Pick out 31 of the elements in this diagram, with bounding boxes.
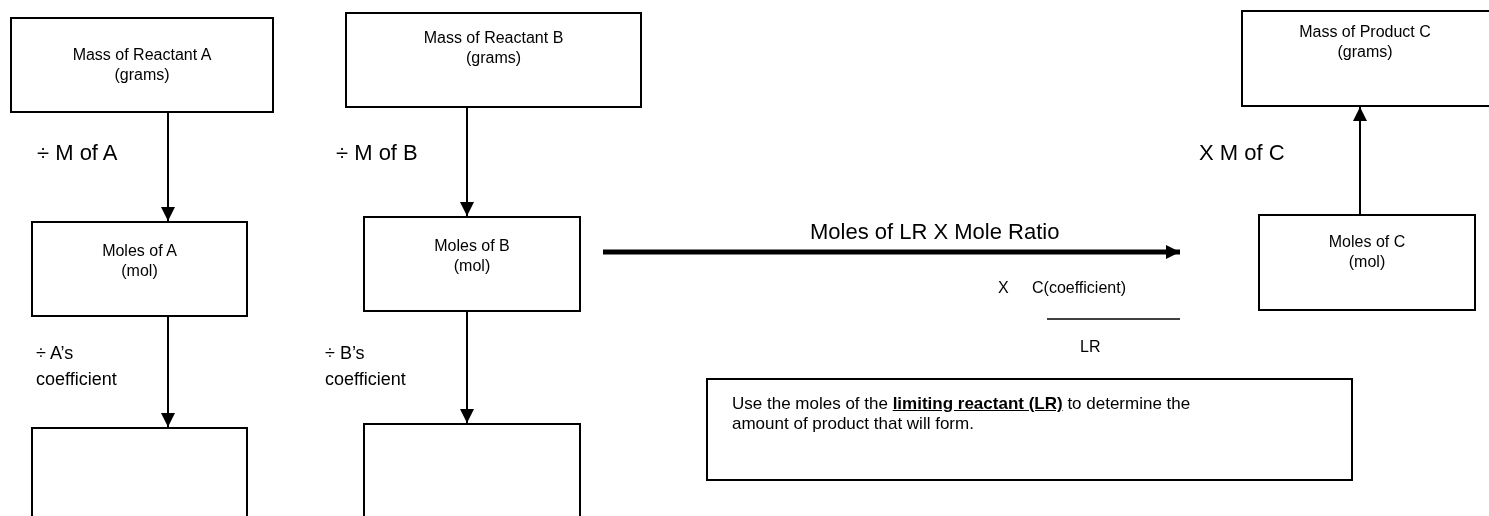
- process-box: [706, 378, 1353, 481]
- process-box: [345, 12, 642, 108]
- operator-label: X: [998, 279, 1009, 297]
- box-label: Mass of Reactant A (grams): [71, 45, 213, 85]
- edge-label: ÷ M of B: [336, 140, 418, 166]
- process-box: [31, 221, 248, 317]
- empty-box: [31, 427, 248, 516]
- arrow: [1353, 106, 1367, 215]
- empty-box: [363, 423, 581, 516]
- box-label: Mass of Product C (grams): [1298, 22, 1432, 62]
- edge-label: X M of C: [1199, 140, 1285, 166]
- edge-label: ÷ A’s coefficient: [36, 342, 118, 391]
- arrow: [460, 107, 474, 217]
- process-box: [1241, 10, 1489, 107]
- process-box: [10, 17, 274, 113]
- arrow: [460, 311, 474, 424]
- process-box: [1258, 214, 1476, 311]
- box-label: Moles of B (mol): [433, 236, 511, 276]
- numerator-label: C(coefficient): [1032, 279, 1126, 297]
- arrow: [603, 245, 1180, 259]
- denominator-label: LR: [1080, 338, 1101, 356]
- edge-label: Moles of LR X Mole Ratio: [810, 219, 1060, 245]
- edge-label: ÷ B’s coefficient: [325, 342, 407, 391]
- box-label: Moles of A (mol): [101, 241, 178, 281]
- note-text: Use the moles of the limiting reactant (LR) to determine the amount of product that will form.: [732, 394, 1192, 434]
- process-box: [363, 216, 581, 312]
- box-label: Mass of Reactant B (grams): [422, 28, 565, 68]
- arrow: [161, 112, 175, 222]
- box-label: Moles of C (mol): [1327, 232, 1407, 272]
- edge-label: ÷ M of A: [37, 140, 118, 166]
- arrow: [161, 316, 175, 428]
